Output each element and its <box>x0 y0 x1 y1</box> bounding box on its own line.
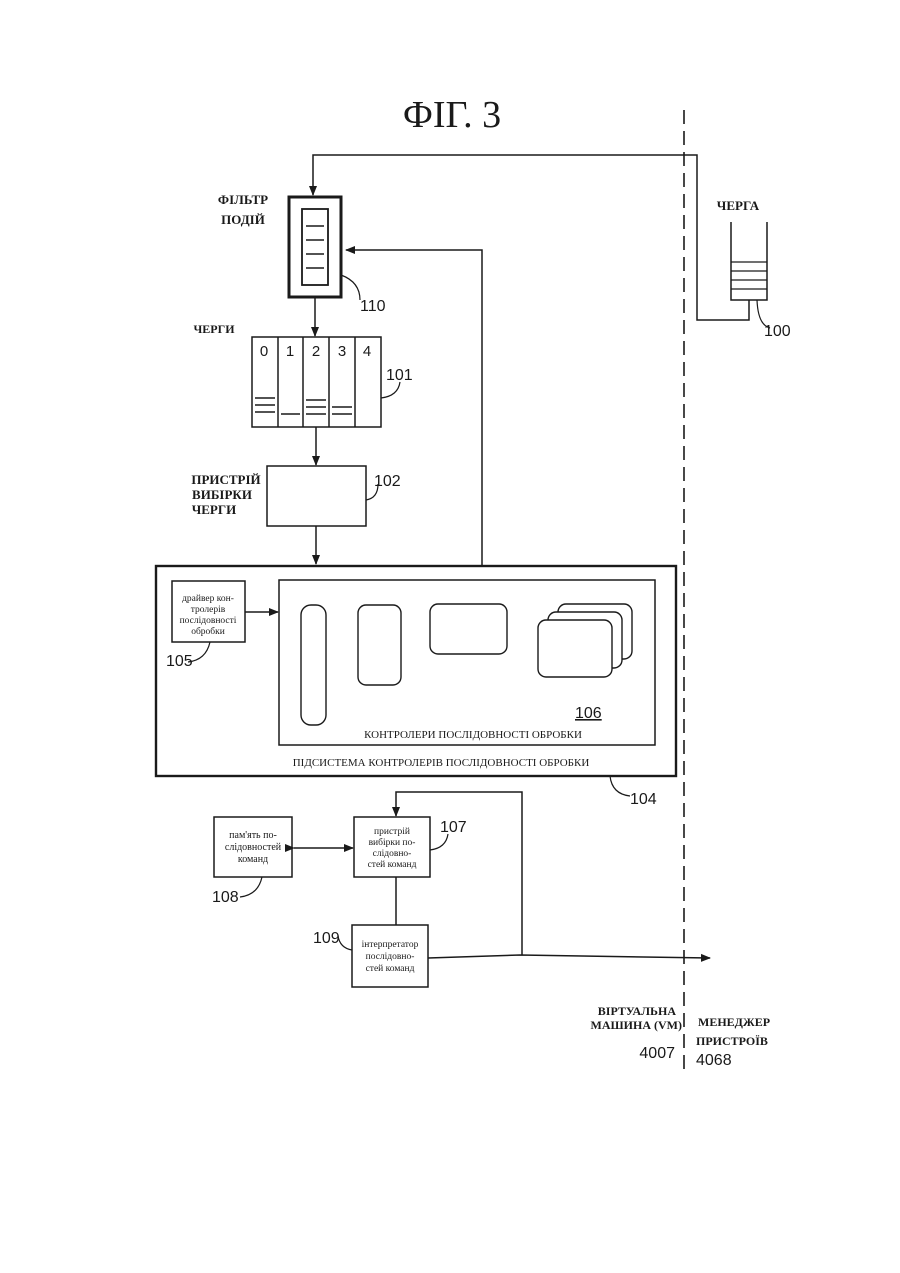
leader-101 <box>381 382 400 398</box>
event-filter-block <box>289 197 341 297</box>
leader-107 <box>430 834 448 850</box>
figure-title: ФІГ. 3 <box>403 94 501 136</box>
controller-stack-front <box>538 620 612 677</box>
event-filter-label-1: ФІЛЬТР <box>218 192 268 207</box>
queue-number-2: 2 <box>312 343 320 360</box>
driver-label-4: обробки <box>191 626 225 637</box>
ref-105: 105 <box>166 653 193 670</box>
device-manager-label-2: ПРИСТРОЇВ <box>696 1034 768 1048</box>
queue-selector-label-2: ВИБІРКИ <box>192 487 252 502</box>
interpreter-label-1: інтерпретатор <box>362 940 419 950</box>
virtual-machine-label-1: ВІРТУАЛЬНА <box>598 1004 677 1018</box>
queue-number-4: 4 <box>363 343 371 360</box>
controllers-label: КОНТРОЛЕРИ ПОСЛІДОВНОСТІ ОБРОБКИ <box>364 729 582 741</box>
queue-selector-block <box>267 466 366 526</box>
ref-109: 109 <box>313 930 340 947</box>
cmd-memory-label-3: команд <box>238 854 268 865</box>
ref-104: 104 <box>630 791 657 808</box>
queue-right-stack <box>731 222 767 300</box>
virtual-machine-label-2: МАШИНА (VM) <box>591 1018 683 1032</box>
ref-107: 107 <box>440 819 467 836</box>
ref-102: 102 <box>374 473 401 490</box>
leader-104 <box>610 776 630 796</box>
cmd-selector-label-2: вибірки по- <box>369 837 416 848</box>
ref-100: 100 <box>764 323 791 340</box>
device-manager-label-1: МЕНЕДЖЕР <box>698 1015 770 1029</box>
driver-label-1: драйвер кон- <box>182 593 234 604</box>
queue-selector-label-3: ЧЕРГИ <box>192 502 237 517</box>
ref-4007: 4007 <box>639 1045 675 1062</box>
ref-110: 110 <box>360 298 386 315</box>
queue-number-3: 3 <box>338 343 346 360</box>
cmd-memory-label-1: пам'ять по- <box>229 830 277 841</box>
leader-109 <box>338 936 352 950</box>
cmd-memory-label-2: слідовностей <box>225 842 282 853</box>
driver-label-2: тролерів <box>191 605 226 615</box>
interpreter-output-arrow <box>428 955 710 958</box>
controller-shape-2 <box>358 605 401 685</box>
controller-shape-3 <box>430 604 507 654</box>
queue-number-1: 1 <box>286 343 294 360</box>
queue-number-0: 0 <box>260 343 268 360</box>
controller-shape-1 <box>301 605 326 725</box>
cmd-selector-label-3: слідовно- <box>373 849 412 859</box>
ref-4068: 4068 <box>696 1052 732 1069</box>
subsystem-label: ПІДСИСТЕМА КОНТРОЛЕРІВ ПОСЛІДОВНОСТІ ОБР… <box>293 757 590 769</box>
interpreter-label-2: послідовно- <box>366 952 415 962</box>
interpreter-label-3: стей команд <box>366 963 415 974</box>
ref-108: 108 <box>212 889 239 906</box>
queue-right-label: ЧЕРГА <box>717 198 760 213</box>
ref-101: 101 <box>386 367 413 384</box>
cmd-selector-label-4: стей команд <box>368 859 417 870</box>
leader-110 <box>341 275 360 300</box>
event-filter-label-2: ПОДІЙ <box>221 212 265 227</box>
ref-106: 106 <box>575 705 602 722</box>
driver-label-3: послідовності <box>180 616 237 626</box>
queues-label: ЧЕРГИ <box>193 322 235 336</box>
queue-selector-label-1: ПРИСТРІЙ <box>191 472 260 487</box>
leader-108 <box>240 877 262 897</box>
cmd-selector-label-1: пристрій <box>374 826 410 837</box>
